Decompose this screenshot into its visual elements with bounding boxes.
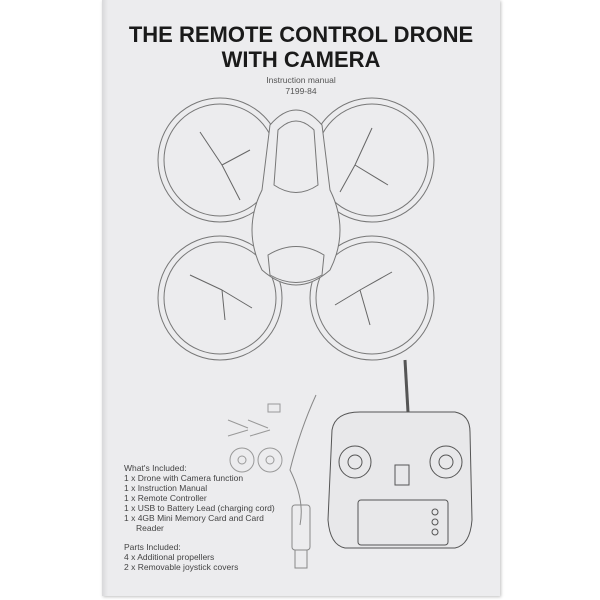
- list-item: 1 x 4GB Mini Memory Card and Card: [124, 513, 264, 523]
- usb-cable-illustration: [289, 394, 317, 569]
- list-item: Reader: [136, 523, 164, 533]
- propeller-icon: [189, 127, 393, 326]
- cover-header: THE REMOTE CONTROL DRONE WITH CAMERA Ins…: [102, 22, 500, 97]
- parts-included-heading: Parts Included:: [124, 542, 181, 552]
- propellers-illustration: [227, 419, 271, 437]
- model-number: 7199-84: [285, 86, 317, 96]
- title-line-2: WITH CAMERA: [221, 47, 381, 72]
- title-line-1: THE REMOTE CONTROL DRONE: [128, 22, 474, 47]
- subtitle: Instruction manual: [266, 75, 336, 85]
- whats-included-heading: What's Included:: [124, 463, 187, 473]
- list-item: 2 x Removable joystick covers: [124, 562, 239, 572]
- contents-list: What's Included: 1 x Drone with Camera f…: [124, 463, 275, 572]
- drone-illustration: [157, 97, 435, 361]
- list-item: 4 x Additional propellers: [124, 552, 215, 562]
- list-spacer: [124, 533, 275, 542]
- joystick-covers-illustration: [229, 447, 283, 473]
- memory-card-illustration: [267, 403, 281, 413]
- list-item: 1 x Instruction Manual: [124, 483, 208, 493]
- list-item: 1 x Drone with Camera function: [124, 473, 244, 483]
- list-item: 1 x USB to Battery Lead (charging cord): [124, 503, 275, 513]
- list-item: 1 x Remote Controller: [124, 493, 207, 503]
- remote-controller-illustration: [327, 359, 473, 549]
